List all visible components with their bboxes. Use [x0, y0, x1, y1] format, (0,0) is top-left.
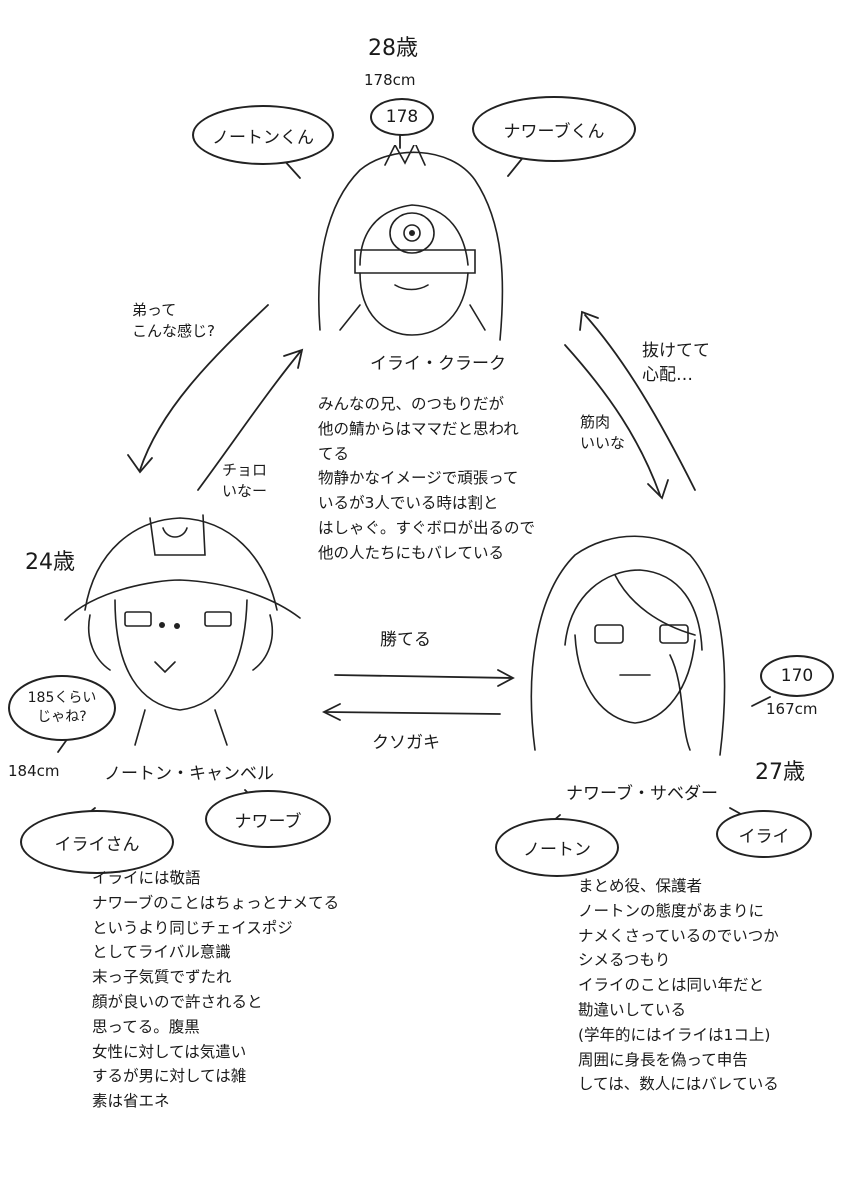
clark-bubble-norton-text: ノートンくん	[212, 123, 314, 148]
norton-note-line: するが男に対しては雑	[92, 1064, 339, 1089]
clark-note-line: はしゃぐ。すぐボロが出るので	[318, 516, 535, 541]
naib-note-line: しては、数人にはバレている	[578, 1072, 779, 1097]
norton-height-bubble-text: 185くらい じゃね?	[28, 689, 97, 727]
naib-notes: まとめ役、保護者 ノートンの態度があまりに ナメくさっているのでいつか シメるつ…	[578, 874, 779, 1097]
naib-portrait	[520, 525, 735, 760]
label-naib-to-norton: クソガキ	[372, 735, 440, 752]
clark-name: イライ・クラーク	[370, 356, 506, 373]
clark-notes: みんなの兄、のつもりだが 他の鯖からはママだと思われ てる 物静かなイメージで頑…	[318, 392, 535, 566]
clark-height-note: 178cm	[364, 73, 416, 88]
label-norton-to-clark: チョロ いなー	[222, 460, 267, 502]
norton-height-note: 184cm	[8, 764, 60, 779]
norton-note-line: というより同じチェイスポジ	[92, 916, 339, 941]
clark-note-line: いるが3人でいる時は割と	[318, 491, 535, 516]
naib-bubble-norton-text: ノートン	[523, 835, 591, 860]
naib-height-note: 167cm	[766, 702, 818, 717]
clark-note-line: 物静かなイメージで頑張って	[318, 466, 535, 491]
norton-note-line: 思ってる。腹黒	[92, 1015, 339, 1040]
naib-bubble-norton: ノートン	[495, 818, 619, 877]
norton-note-line: ナワーブのことはちょっとナメてる	[92, 891, 339, 916]
norton-height-bubble: 185くらい じゃね?	[8, 675, 116, 741]
naib-height-bubble-text: 170	[781, 666, 813, 686]
naib-note-line: 勘違いしている	[578, 998, 779, 1023]
clark-note-line: 他の人たちにもバレている	[318, 541, 535, 566]
norton-note-line: 末っ子気質でずたれ	[92, 965, 339, 990]
norton-name: ノートン・キャンベル	[104, 766, 274, 783]
norton-note-line: 顔が良いので許されると	[92, 990, 339, 1015]
norton-bubble-naib-text: ナワーブ	[235, 807, 302, 832]
norton-bubble-clark: イライさん	[20, 810, 174, 874]
naib-bubble-clark-text: イライ	[739, 822, 790, 847]
norton-bubble-naib: ナワーブ	[205, 790, 331, 848]
naib-note-line: 周囲に身長を偽って申告	[578, 1048, 779, 1073]
clark-note-line: てる	[318, 442, 535, 467]
norton-note-line: 女性に対しては気遣い	[92, 1040, 339, 1065]
naib-note-line: ナメくさっているのでいつか	[578, 924, 779, 949]
naib-note-line: シメるつもり	[578, 948, 779, 973]
clark-age: 28歳	[368, 38, 418, 60]
naib-note-line: (学年的にはイライは1コ上)	[578, 1023, 779, 1048]
naib-bubble-clark: イライ	[716, 810, 812, 858]
naib-name: ナワーブ・サベダー	[566, 786, 718, 803]
naib-age: 27歳	[755, 762, 805, 784]
clark-bubble-naib-text: ナワーブくん	[504, 117, 605, 142]
norton-notes: イライには敬語 ナワーブのことはちょっとナメてる というより同じチェイスポジ と…	[92, 866, 339, 1114]
label-clark-to-norton: 弟って こんな感じ?	[132, 300, 215, 342]
naib-note-line: イライのことは同い年だと	[578, 973, 779, 998]
naib-note-line: ノートンの態度があまりに	[578, 899, 779, 924]
arrow-naib-to-norton	[325, 712, 500, 714]
norton-note-line: 素は省エネ	[92, 1089, 339, 1114]
naib-height-bubble: 170	[760, 655, 834, 697]
label-clark-to-naib: 筋肉 いいな	[580, 412, 625, 454]
naib-note-line: まとめ役、保護者	[578, 874, 779, 899]
label-norton-to-naib: 勝てる	[380, 632, 431, 649]
clark-height-bubble: 178	[370, 98, 434, 136]
arrow-norton-to-naib	[335, 675, 512, 678]
norton-note-line: イライには敬語	[92, 866, 339, 891]
norton-note-line: としてライバル意識	[92, 940, 339, 965]
clark-note-line: 他の鯖からはママだと思われ	[318, 417, 535, 442]
clark-portrait	[300, 145, 525, 345]
clark-note-line: みんなの兄、のつもりだが	[318, 392, 535, 417]
label-naib-to-clark: 抜けてて 心配…	[642, 340, 710, 388]
clark-height-bubble-text: 178	[386, 107, 418, 127]
norton-bubble-clark-text: イライさん	[55, 830, 140, 855]
